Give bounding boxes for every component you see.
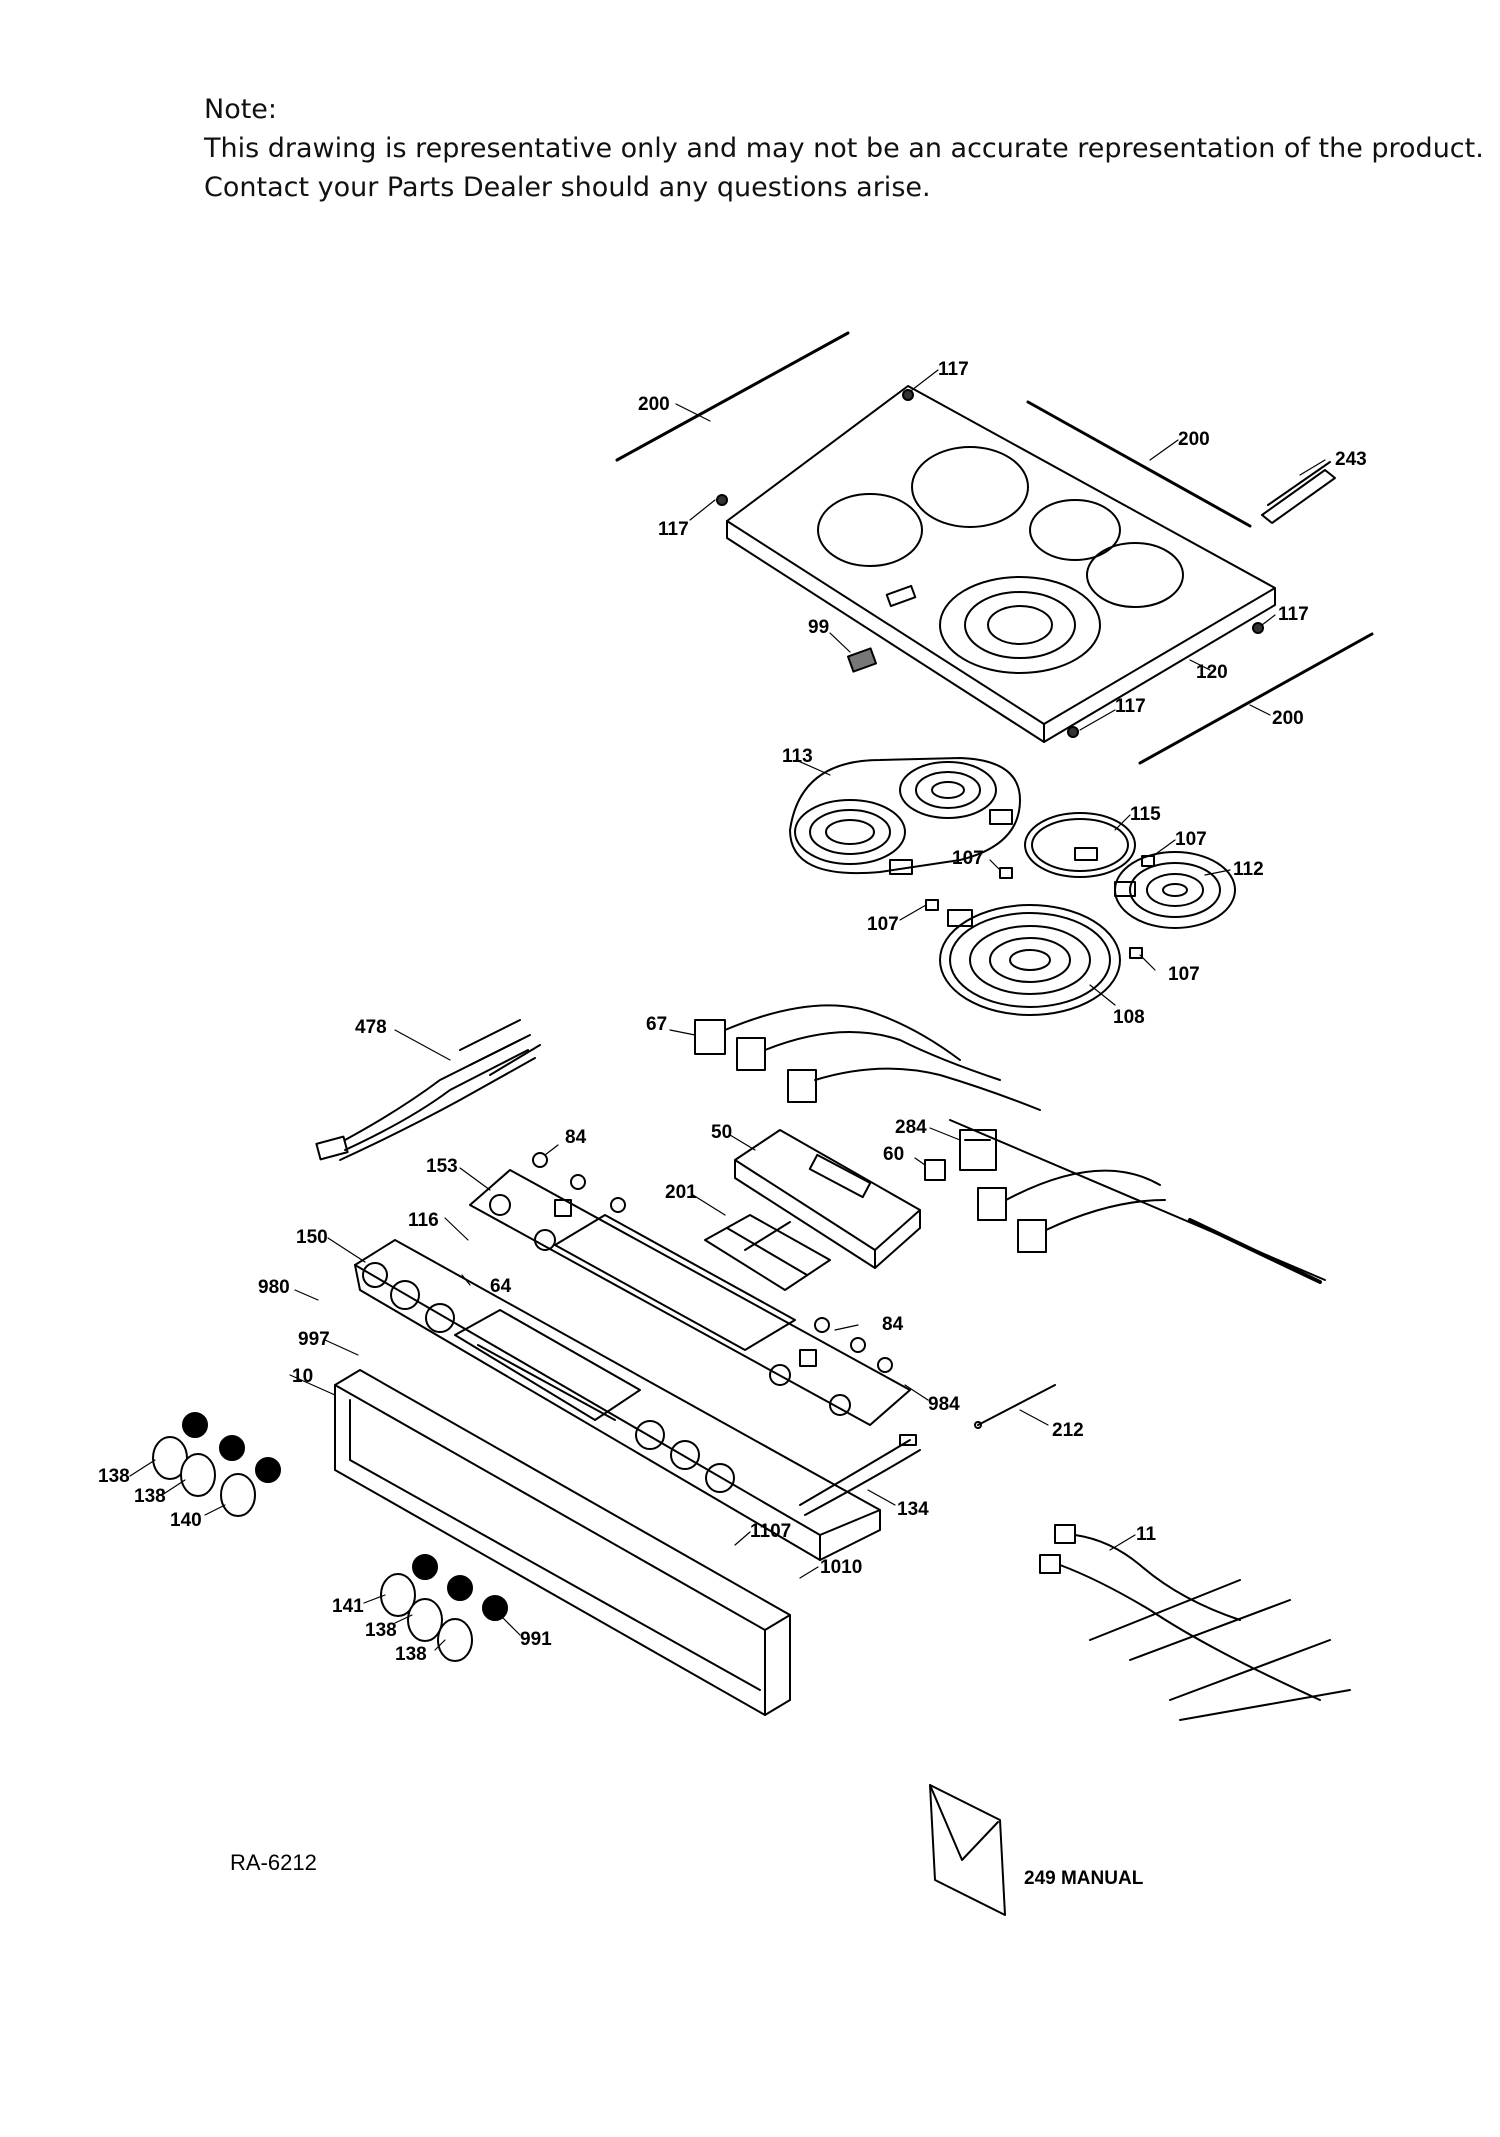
control-bracket-153 [469, 1169, 911, 1426]
label-200-bottom: 200 [1272, 708, 1304, 729]
note-line-1: This drawing is representative only and … [204, 133, 1484, 164]
label-117-right: 117 [1278, 604, 1309, 625]
leader-lines [129, 369, 1326, 1651]
label-243: 243 [1335, 449, 1367, 470]
part-labels: 200 117 200 243 117 117 99 120 117 200 1… [98, 359, 1367, 1665]
label-984: 984 [928, 1394, 960, 1415]
label-284: 284 [895, 1117, 927, 1138]
label-201: 201 [665, 1182, 697, 1203]
label-140: 140 [170, 1510, 202, 1531]
trim-frame-10 [334, 1369, 791, 1716]
label-478: 478 [355, 1017, 387, 1038]
bracket-243 [1261, 461, 1336, 524]
label-980: 980 [258, 1277, 290, 1298]
clip-99 [846, 647, 878, 673]
label-112: 112 [1233, 859, 1264, 880]
label-99: 99 [808, 617, 829, 638]
label-117-bottom: 117 [1115, 696, 1146, 717]
manual-icon [929, 1784, 1006, 1916]
label-107-a: 107 [1175, 829, 1207, 850]
insulation-201 [704, 1214, 831, 1291]
label-115: 115 [1130, 804, 1161, 825]
wire-134 [799, 1434, 921, 1516]
label-1107: 1107 [750, 1521, 791, 1542]
label-117-top: 117 [938, 359, 969, 380]
control-panel-150 [354, 1239, 881, 1561]
label-138-a: 138 [98, 1466, 130, 1487]
control-board-50 [734, 1129, 921, 1269]
label-200-left: 200 [638, 394, 670, 415]
clips-107 [925, 855, 1155, 959]
relay-284 [959, 1129, 997, 1171]
switch-nuts-84 [532, 1152, 893, 1373]
ring-element-115 [1024, 812, 1136, 878]
element-112 [1114, 851, 1236, 929]
harness-478 [315, 1019, 541, 1161]
knob-bezels [182, 1412, 508, 1621]
label-1010: 1010 [820, 1557, 862, 1578]
label-84-bottom: 84 [882, 1314, 904, 1335]
screws [716, 389, 1264, 738]
label-107-c: 107 [867, 914, 899, 935]
label-113: 113 [782, 746, 813, 767]
label-11: 11 [1136, 1524, 1157, 1545]
disclaimer-note: Note: This drawing is representative onl… [204, 90, 1484, 207]
manual-label: 249 MANUAL [1024, 1868, 1144, 1889]
label-134: 134 [897, 1499, 929, 1520]
cooktop-glass [726, 385, 1276, 743]
label-138-c: 138 [365, 1620, 397, 1641]
label-107-d: 107 [1168, 964, 1200, 985]
label-150: 150 [296, 1227, 328, 1248]
element-108 [939, 904, 1121, 1016]
knobs [152, 1436, 473, 1662]
label-117-left: 117 [658, 519, 689, 540]
part-60 [924, 1159, 946, 1181]
label-138-b: 138 [134, 1486, 166, 1507]
label-108: 108 [1113, 1007, 1145, 1028]
label-997: 997 [298, 1329, 330, 1350]
label-67: 67 [646, 1014, 667, 1035]
harness-11 [1039, 1524, 1351, 1721]
note-heading: Note: [204, 94, 278, 125]
label-50: 50 [711, 1122, 732, 1143]
label-107-b: 107 [952, 848, 984, 869]
label-64: 64 [490, 1276, 512, 1297]
drawing-code: RA-6212 [230, 1850, 317, 1875]
note-line-2: Contact your Parts Dealer should any que… [204, 172, 931, 203]
label-116: 116 [408, 1210, 439, 1231]
trim-strips [615, 331, 1374, 765]
label-120: 120 [1196, 662, 1228, 683]
label-84-top: 84 [565, 1127, 587, 1148]
wire-212 [974, 1384, 1056, 1429]
infinite-switch-harness-67 [694, 1004, 1326, 1284]
label-212: 212 [1052, 1420, 1084, 1441]
label-138-d: 138 [395, 1644, 427, 1665]
label-141: 141 [332, 1596, 364, 1617]
label-153: 153 [426, 1156, 458, 1177]
dual-element-113 [789, 757, 1021, 875]
label-200-right: 200 [1178, 429, 1210, 450]
label-991: 991 [520, 1629, 552, 1650]
label-10: 10 [292, 1366, 313, 1387]
label-60: 60 [883, 1144, 904, 1165]
